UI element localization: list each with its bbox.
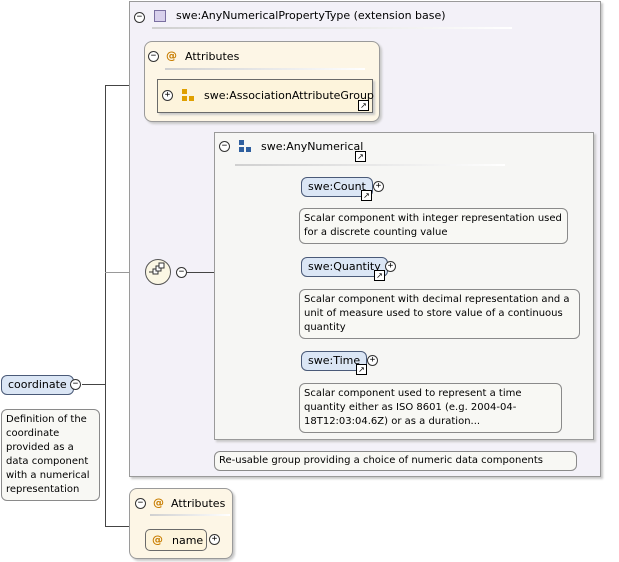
- group-documentation: Re-usable group providing a choice of nu…: [214, 451, 577, 471]
- link-icon[interactable]: ↗: [355, 151, 366, 162]
- group-title: swe:AnyNumerical: [261, 140, 364, 153]
- connector: [187, 272, 229, 273]
- link-icon[interactable]: ↗: [361, 190, 372, 201]
- connector: [105, 85, 106, 527]
- separator: [235, 164, 505, 166]
- connector: [82, 384, 106, 385]
- expand-icon[interactable]: +: [367, 355, 378, 366]
- attribute-group-ref[interactable]: + swe:AssociationAttributeGroup ↗: [157, 79, 374, 113]
- element-quantity[interactable]: swe:Quantity: [301, 257, 388, 277]
- attributes-title: Attributes: [171, 497, 226, 510]
- collapse-icon[interactable]: −: [134, 12, 145, 23]
- expand-icon[interactable]: +: [209, 534, 220, 545]
- collapse-icon[interactable]: −: [176, 267, 187, 278]
- extension-title: swe:AnyNumericalPropertyType (extension …: [176, 9, 446, 22]
- quantity-documentation: Scalar component with decimal representa…: [299, 289, 580, 339]
- link-icon[interactable]: ↗: [356, 364, 367, 375]
- time-documentation: Scalar component used to represent a tim…: [299, 383, 562, 433]
- attribute-group-name: swe:AssociationAttributeGroup: [204, 89, 374, 102]
- collapse-icon[interactable]: −: [135, 498, 146, 509]
- attribute-group-icon: [182, 89, 196, 103]
- collapse-icon[interactable]: −: [148, 51, 159, 62]
- collapse-icon[interactable]: −: [219, 141, 230, 152]
- count-documentation: Scalar component with integer representa…: [299, 208, 568, 244]
- element-count[interactable]: swe:Count: [301, 177, 373, 197]
- element-time[interactable]: swe:Time: [301, 351, 368, 371]
- attributes-box: − @ Attributes @ name +: [129, 488, 233, 559]
- separator: [165, 68, 365, 70]
- complex-type-icon: [154, 10, 166, 22]
- expand-icon[interactable]: +: [373, 181, 384, 192]
- attribute-icon: @: [152, 533, 163, 546]
- attribute-name[interactable]: @ name: [145, 529, 207, 551]
- sequence-compositor[interactable]: [145, 259, 171, 285]
- connector: [105, 526, 130, 527]
- collapse-icon[interactable]: −: [70, 379, 81, 390]
- group-icon: [239, 140, 253, 154]
- link-icon[interactable]: ↗: [358, 100, 369, 111]
- separator: [150, 514, 230, 516]
- attribute-label: name: [172, 534, 204, 547]
- root-element-coordinate[interactable]: coordinate: [1, 375, 74, 395]
- root-documentation: Definition of the coordinate provided as…: [1, 409, 100, 501]
- expand-icon[interactable]: +: [385, 261, 396, 272]
- link-icon[interactable]: ↗: [374, 270, 385, 281]
- expand-icon[interactable]: +: [162, 90, 173, 101]
- attribute-icon: @: [166, 49, 177, 62]
- separator: [152, 27, 512, 29]
- attribute-icon: @: [153, 496, 164, 509]
- connector: [105, 272, 145, 273]
- attributes-box: − @ Attributes + swe:AssociationAttribut…: [144, 41, 380, 122]
- attributes-title: Attributes: [185, 50, 240, 63]
- connector: [105, 85, 145, 86]
